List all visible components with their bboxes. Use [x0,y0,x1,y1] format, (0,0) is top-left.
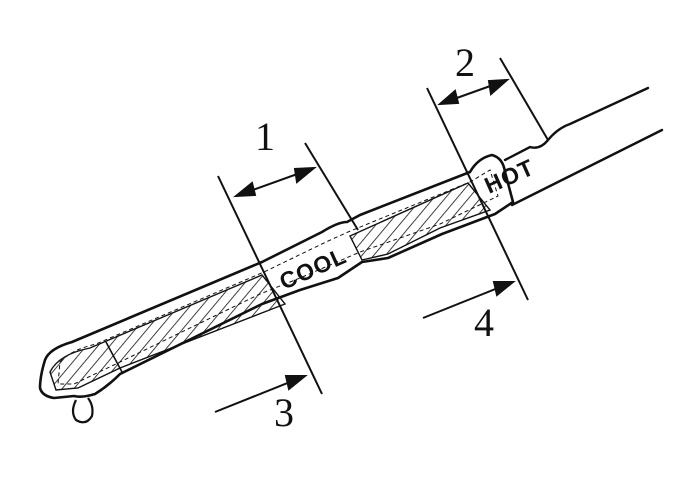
dimension-2-arrow-left [437,89,460,106]
extension-line-b [304,142,359,231]
tip-boundary-line [105,341,123,373]
dimension-label-4: 4 [474,300,494,345]
dimension-1-arrow-right [293,166,317,184]
hatched-section-middle [349,182,492,261]
stock-upper-edge [503,86,650,162]
dimension-3-arrowhead [284,375,308,391]
extension-line-c [426,87,529,301]
extension-line-d [499,57,549,141]
dimension-label-2: 2 [455,40,475,85]
droplet [71,397,94,424]
dimension-arrows [214,78,516,413]
dimension-1-arrow-left [232,181,257,198]
dimension-2-arrow-right [487,78,510,96]
extension-lines [217,57,549,395]
stock-lower-edge [510,128,664,207]
dimension-label-1: 1 [255,114,275,159]
hatched-section-left [49,274,287,391]
dimension-label-3: 3 [274,390,294,435]
extension-line-a [217,175,323,395]
dimension-4-arrowhead [492,281,516,297]
